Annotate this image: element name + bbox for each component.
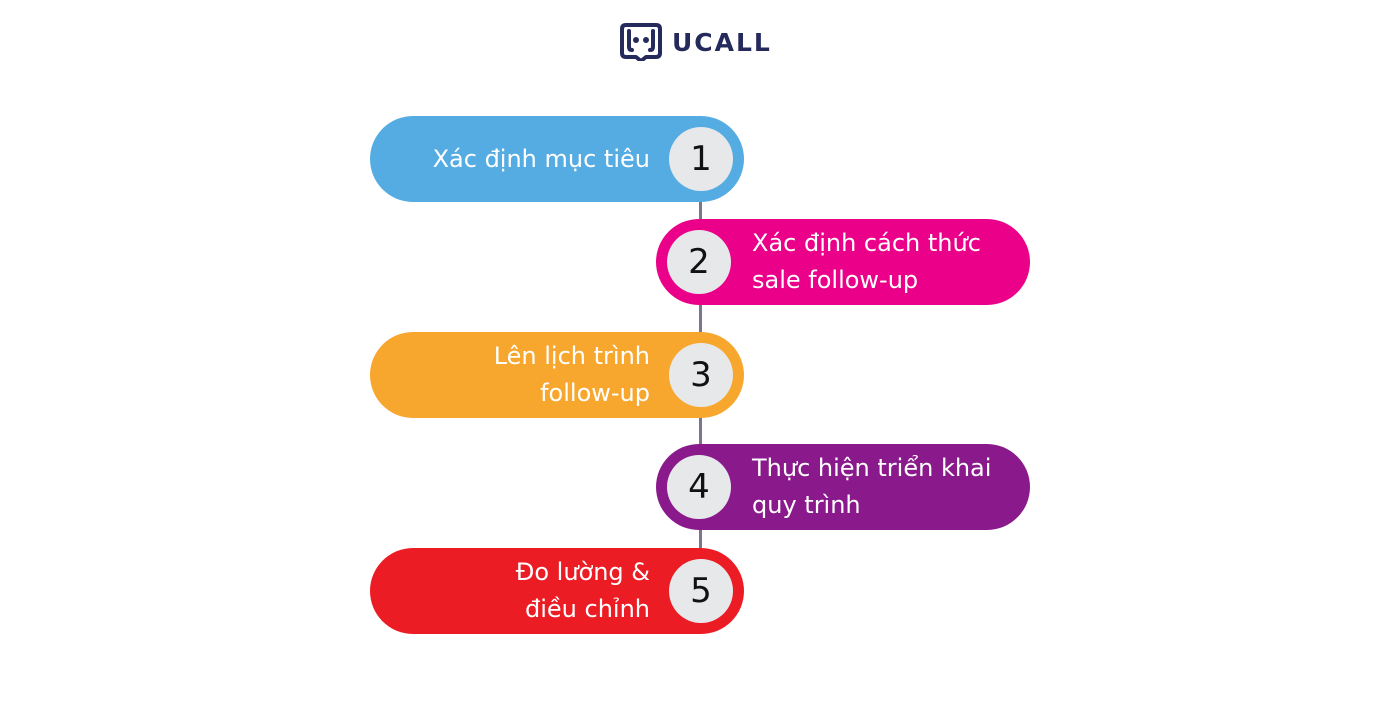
- connector-line: [699, 528, 702, 549]
- connector-line: [699, 303, 702, 333]
- step-5-number: 5: [669, 559, 733, 623]
- brand-name: UCALL: [672, 27, 772, 57]
- step-1-pill: Xác định mục tiêu 1: [370, 116, 744, 202]
- brand-logo: UCALL: [620, 22, 772, 62]
- step-3-pill: Lên lịch trình follow-up 3: [370, 332, 744, 418]
- step-2-number: 2: [667, 230, 731, 294]
- step-1-number: 1: [669, 127, 733, 191]
- step-4-pill: 4 Thực hiện triển khai quy trình: [656, 444, 1030, 530]
- connector-line: [699, 200, 702, 220]
- step-1-label: Xác định mục tiêu: [432, 144, 650, 173]
- step-2-pill: 2 Xác định cách thức sale follow-up: [656, 219, 1030, 305]
- step-2-label: Xác định cách thức sale follow-up: [752, 229, 981, 294]
- step-5-label: Đo lường & điều chỉnh: [515, 558, 650, 623]
- step-3-label: Lên lịch trình follow-up: [493, 342, 650, 407]
- ucall-logo-icon: [620, 23, 662, 61]
- connector-line: [699, 416, 702, 445]
- step-4-number: 4: [667, 455, 731, 519]
- step-5-pill: Đo lường & điều chỉnh 5: [370, 548, 744, 634]
- step-4-label: Thực hiện triển khai quy trình: [752, 454, 992, 519]
- step-3-number: 3: [669, 343, 733, 407]
